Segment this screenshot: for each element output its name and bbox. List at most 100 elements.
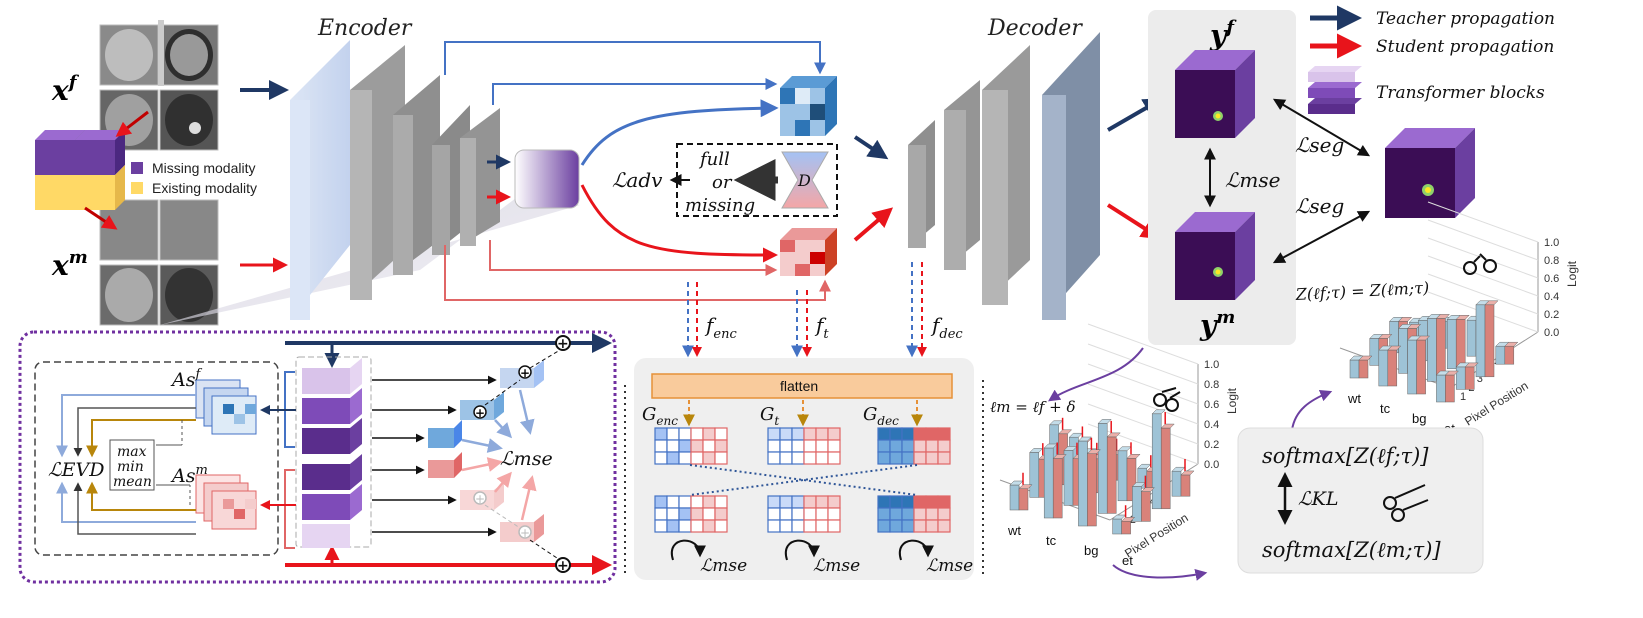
gram-cell (925, 427, 939, 441)
gram-cell (815, 439, 829, 453)
x-tick-label: wt (1007, 523, 1021, 538)
encoder-layers (290, 40, 500, 320)
bar (1097, 423, 1108, 514)
gram-cell (690, 507, 704, 521)
z-tick-label: 3 (1477, 373, 1483, 385)
gram-cell (702, 495, 716, 509)
gram-cell (913, 495, 927, 509)
gram-cell (654, 427, 668, 441)
bar (1484, 304, 1495, 378)
discriminator-shape (781, 151, 829, 209)
gram-cell (791, 451, 805, 465)
gram-cell (803, 439, 817, 453)
bar-top (1106, 432, 1121, 438)
gram-cell (779, 427, 793, 441)
gram-cell (678, 451, 692, 465)
gram-cell (901, 439, 915, 453)
y-tick-label: 0.2 (1544, 309, 1559, 321)
bar (1445, 374, 1455, 403)
stat-mean: mean (113, 474, 152, 490)
bar (1009, 484, 1020, 511)
bar-top (1057, 429, 1073, 435)
gram-cell (666, 519, 680, 533)
ground-truth-cube (1385, 128, 1475, 218)
bar-top (1484, 300, 1499, 306)
bar (1378, 349, 1389, 387)
bar-top (1387, 345, 1402, 351)
svg-text:+: + (475, 406, 485, 420)
g-dec-label: Gdec (863, 404, 899, 428)
bar (1063, 450, 1074, 506)
scissors-icon (1153, 387, 1181, 412)
gram-cell (678, 519, 692, 533)
gram-matrices (654, 427, 951, 533)
disc-or: or (712, 172, 733, 193)
gram-cell (925, 519, 939, 533)
token-arrows (372, 375, 497, 537)
gram-cell (714, 451, 728, 465)
gram-cell (901, 507, 915, 521)
g-t-label: Gt (760, 404, 779, 428)
bar (1180, 474, 1191, 497)
existing-modality-label: Existing modality (152, 180, 257, 196)
chart-left-annotation: ℓm = ℓf + δ (990, 398, 1076, 416)
gram-loss-1: ℒmse (700, 556, 747, 576)
bar (1446, 319, 1457, 370)
bar-top (1097, 419, 1112, 424)
stat-min: min (117, 459, 144, 475)
flatten-bar (651, 373, 953, 399)
evd-panel (18, 330, 617, 584)
decoder-title: Decoder (987, 16, 1083, 41)
gram-cell (827, 451, 841, 465)
gram-cell (779, 507, 793, 521)
missing-modality-label: Missing modality (152, 160, 255, 176)
bar-top (1171, 466, 1186, 472)
bar-top (1086, 449, 1102, 454)
bar-top (1415, 335, 1431, 341)
gram-cell (815, 427, 829, 441)
chart-right-annotation: Z(ℓf;τ) = Z(ℓm;τ) (1294, 278, 1429, 304)
gram-cell (937, 519, 951, 533)
gram-cell (925, 495, 939, 509)
existing-swatch (131, 182, 143, 194)
loss-adv: ℒadv (612, 168, 663, 192)
gram-cell (654, 519, 668, 533)
bar (1117, 450, 1128, 502)
gram-cell (815, 519, 829, 533)
attention-map-m (195, 474, 257, 530)
gram-cell (714, 427, 728, 441)
gram-cell (815, 495, 829, 509)
gram-cell (937, 507, 951, 521)
bar-top (1160, 423, 1175, 429)
gram-cell (877, 439, 891, 453)
y-tick-label: 0.0 (1204, 459, 1219, 471)
attention-map-f (195, 379, 257, 435)
gram-cell (791, 495, 805, 509)
bar (1349, 359, 1360, 379)
y-tick-label: 0.4 (1204, 419, 1219, 431)
gram-cell (779, 519, 793, 533)
bar-top (1455, 315, 1470, 320)
kl-top: softmax[Z(ℓf;τ)] (1262, 444, 1429, 468)
gram-cell (702, 519, 716, 533)
gram-cell (779, 439, 793, 453)
gram-cell (767, 519, 781, 533)
y-axis-label: Logit (1565, 260, 1579, 287)
gram-cell (913, 519, 927, 533)
transformer-legend-label: Transformer blocks (1376, 83, 1545, 103)
gram-cell (901, 427, 915, 441)
bar (1087, 453, 1097, 527)
gram-cell (925, 451, 939, 465)
gram-cell (714, 519, 728, 533)
gram-cell (827, 495, 841, 509)
bar (1043, 447, 1054, 519)
y-tick-label: 0.6 (1544, 273, 1559, 285)
kl-panel (1237, 427, 1484, 574)
x-tick-label: bg (1084, 543, 1098, 558)
bar (1466, 319, 1477, 357)
bar-top (1048, 420, 1064, 426)
gram-loss-3: ℒmse (926, 556, 973, 576)
bar (1132, 486, 1142, 522)
bar-top (1120, 517, 1136, 522)
loss-evd: ℒEVD (48, 459, 105, 481)
